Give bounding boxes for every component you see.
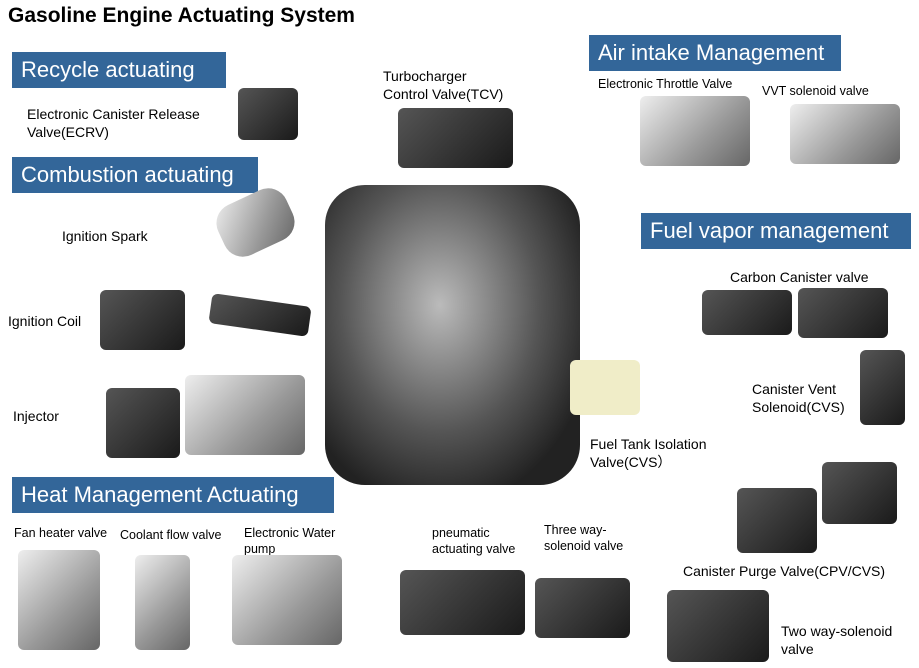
engine-image	[325, 185, 580, 485]
injector-image	[106, 388, 180, 458]
vvt-valve-image	[790, 104, 900, 164]
purge-valve-image-2	[822, 462, 897, 524]
label-vvt: VVT solenoid valve	[762, 84, 869, 98]
tcv-image	[398, 108, 513, 168]
section-recycle-actuating: Recycle actuating	[12, 52, 226, 88]
label-throttle-valve: Electronic Throttle Valve	[598, 77, 733, 91]
gdi-injector-image	[185, 375, 305, 455]
two-way-solenoid-image	[667, 590, 769, 662]
coolant-flow-valve-image	[135, 555, 190, 650]
fan-heater-valve-image	[18, 550, 100, 650]
label-ignition-spark: Ignition Spark	[62, 228, 148, 244]
pneumatic-valve-image	[400, 570, 525, 635]
section-air-intake: Air intake Management	[589, 35, 841, 71]
label-ftiv: Fuel Tank Isolation Valve(CVS）	[590, 436, 707, 470]
page-title: Gasoline Engine Actuating System	[8, 4, 355, 27]
label-ignition-coil: Ignition Coil	[8, 313, 82, 329]
spark-plug-image	[209, 181, 302, 264]
label-cvs: Canister Vent Solenoid(CVS)	[752, 381, 845, 415]
three-way-solenoid-image	[535, 578, 630, 638]
label-injector: Injector	[13, 408, 59, 424]
pencil-coil-image	[208, 293, 312, 337]
water-pump-image	[232, 555, 342, 645]
label-three-way-solenoid: Three way- solenoid valve	[544, 523, 624, 553]
ignition-coil-image	[100, 290, 185, 350]
carbon-canister-valve-image-2	[798, 288, 888, 338]
label-two-way-solenoid: Two way-solenoid valve	[781, 623, 893, 657]
label-pneumatic-valve: pneumatic actuating valve	[432, 526, 516, 556]
section-fuel-vapor: Fuel vapor management	[641, 213, 911, 249]
cvs-image	[860, 350, 905, 425]
label-tcv: Turbocharger Control Valve(TCV)	[383, 68, 504, 102]
section-combustion-actuating: Combustion actuating	[12, 157, 258, 193]
purge-valve-image-1	[737, 488, 817, 553]
label-ecrv: Electronic Canister Release Valve(ECRV)	[27, 106, 200, 140]
label-carbon-canister: Carbon Canister valve	[730, 269, 869, 285]
label-fan-heater-valve: Fan heater valve	[14, 526, 108, 540]
ecrv-image	[238, 88, 298, 140]
ftiv-image	[570, 360, 640, 415]
section-heat-management: Heat Management Actuating	[12, 477, 334, 513]
label-coolant-flow-valve: Coolant flow valve	[120, 528, 222, 542]
throttle-valve-image	[640, 96, 750, 166]
label-water-pump: Electronic Water pump	[244, 526, 336, 556]
label-purge-valve: Canister Purge Valve(CPV/CVS)	[683, 563, 886, 579]
carbon-canister-valve-image-1	[702, 290, 792, 335]
